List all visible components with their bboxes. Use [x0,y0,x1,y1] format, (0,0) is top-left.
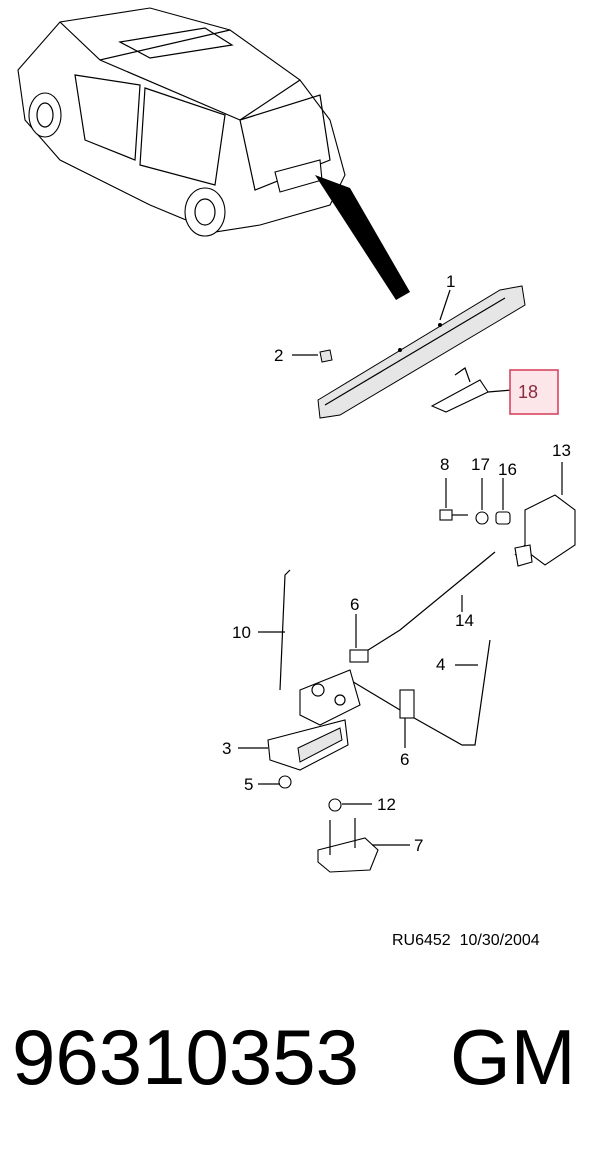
callout-10: 10 [232,623,251,642]
callout-14: 14 [455,611,474,630]
callout-13: 13 [552,441,571,460]
highlight-box [509,369,559,415]
connector-bottom [399,689,415,719]
bracket [430,367,489,413]
part-number: 96310353 [12,1013,360,1101]
connector-top [349,649,369,663]
garnish-strip [317,285,526,419]
handle [317,818,379,873]
screw [278,775,292,789]
leader-lines [238,289,563,846]
callout-4: 4 [436,655,445,674]
callout-1: 1 [446,272,455,291]
fasteners [439,509,511,525]
rod-4 [349,639,491,746]
car-illustration [17,7,346,237]
actuator [514,494,576,567]
callout-12: 12 [377,795,396,814]
rod-14 [364,551,496,653]
callout-18: 18 [518,382,538,402]
parts-diagram: 1 2 18 8 17 16 13 6 10 14 4 3 6 5 12 7 [17,7,576,873]
clip [319,349,333,363]
drawing-code: RU6452 10/30/2004 [392,932,540,949]
latch-assembly [267,669,361,771]
callout-2: 2 [274,346,283,365]
callout-17: 17 [471,455,490,474]
rod-10 [279,569,291,691]
screw-12 [328,798,342,812]
callout-8: 8 [440,455,449,474]
callout-6b: 6 [400,750,409,769]
callout-labels: 1 2 18 8 17 16 13 6 10 14 4 3 6 5 12 7 [222,272,571,855]
callout-6a: 6 [350,595,359,614]
callout-16: 16 [498,460,517,479]
callout-3: 3 [222,739,231,758]
detail-pointer [315,175,410,300]
callout-5: 5 [244,775,253,794]
brand-name: GM [450,1013,576,1101]
callout-7: 7 [414,836,423,855]
